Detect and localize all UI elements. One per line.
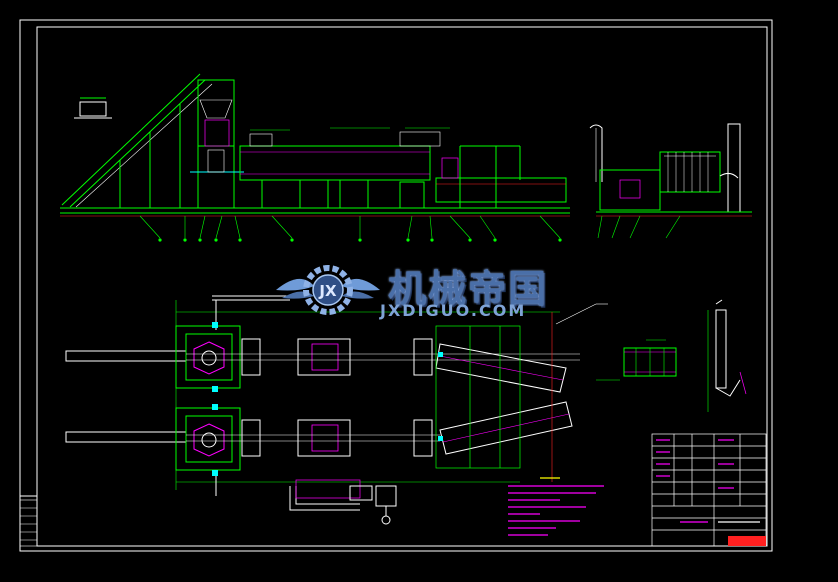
drawing-frame	[19, 19, 773, 552]
watermark-url: JXDIGUO.COM	[380, 301, 527, 320]
detail-view-b	[707, 299, 747, 412]
left-strip-table	[19, 499, 38, 547]
detail-view-a	[596, 339, 677, 381]
title-block	[651, 433, 767, 547]
elevation-view	[60, 73, 570, 242]
watermark-title: 机械帝国	[388, 267, 549, 311]
side-view	[589, 123, 752, 239]
gear-wing-logo-icon: JX	[276, 265, 380, 315]
technical-notes	[508, 477, 604, 536]
plan-view	[65, 295, 608, 525]
logo-letters: JX	[318, 282, 337, 300]
